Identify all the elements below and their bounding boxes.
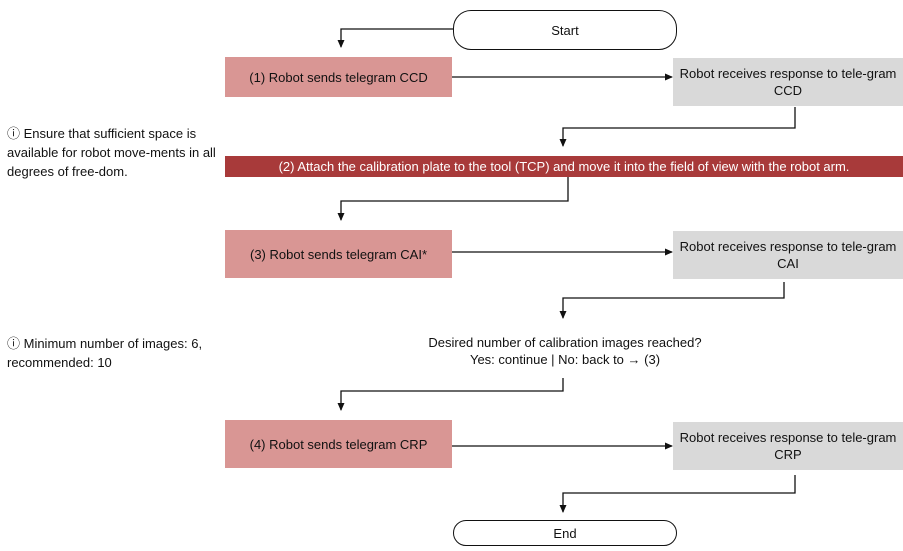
step-3-send-cai: (3) Robot sends telegram CAI* xyxy=(225,230,452,278)
connector-2-to-3 xyxy=(337,177,569,221)
connector-decision-to-4 xyxy=(337,378,564,411)
note-minimum-images: ⓘ Minimum number of images: 6, recommend… xyxy=(7,336,203,370)
step-4-send-crp: (4) Robot sends telegram CRP xyxy=(225,420,452,468)
decision-question: Desired number of calibration images rea… xyxy=(428,335,702,350)
response-crp: Robot receives response to tele-gram CRP xyxy=(673,422,903,470)
end-terminal: End xyxy=(453,520,677,546)
step-1-send-ccd: (1) Robot sends telegram CCD xyxy=(225,57,452,97)
step-2-attach-plate: (2) Attach the calibration plate to the … xyxy=(225,156,903,177)
note-sufficient-space: ⓘ Ensure that sufficient space is availa… xyxy=(7,126,216,179)
response-cai: Robot receives response to tele-gram CAI xyxy=(673,231,903,279)
connector-resp-crp-to-end xyxy=(559,475,796,513)
response-ccd: Robot receives response to tele-gram CCD xyxy=(673,58,903,106)
decision-images-reached: Desired number of calibration images rea… xyxy=(365,328,765,374)
decision-answer: Yes: continue | No: back to → (3) xyxy=(469,352,661,367)
start-terminal: Start xyxy=(453,10,677,50)
connector-resp-ccd-to-2 xyxy=(559,107,796,147)
connector-resp-cai-to-decision xyxy=(559,282,785,319)
connector-start-to-1 xyxy=(337,28,453,48)
